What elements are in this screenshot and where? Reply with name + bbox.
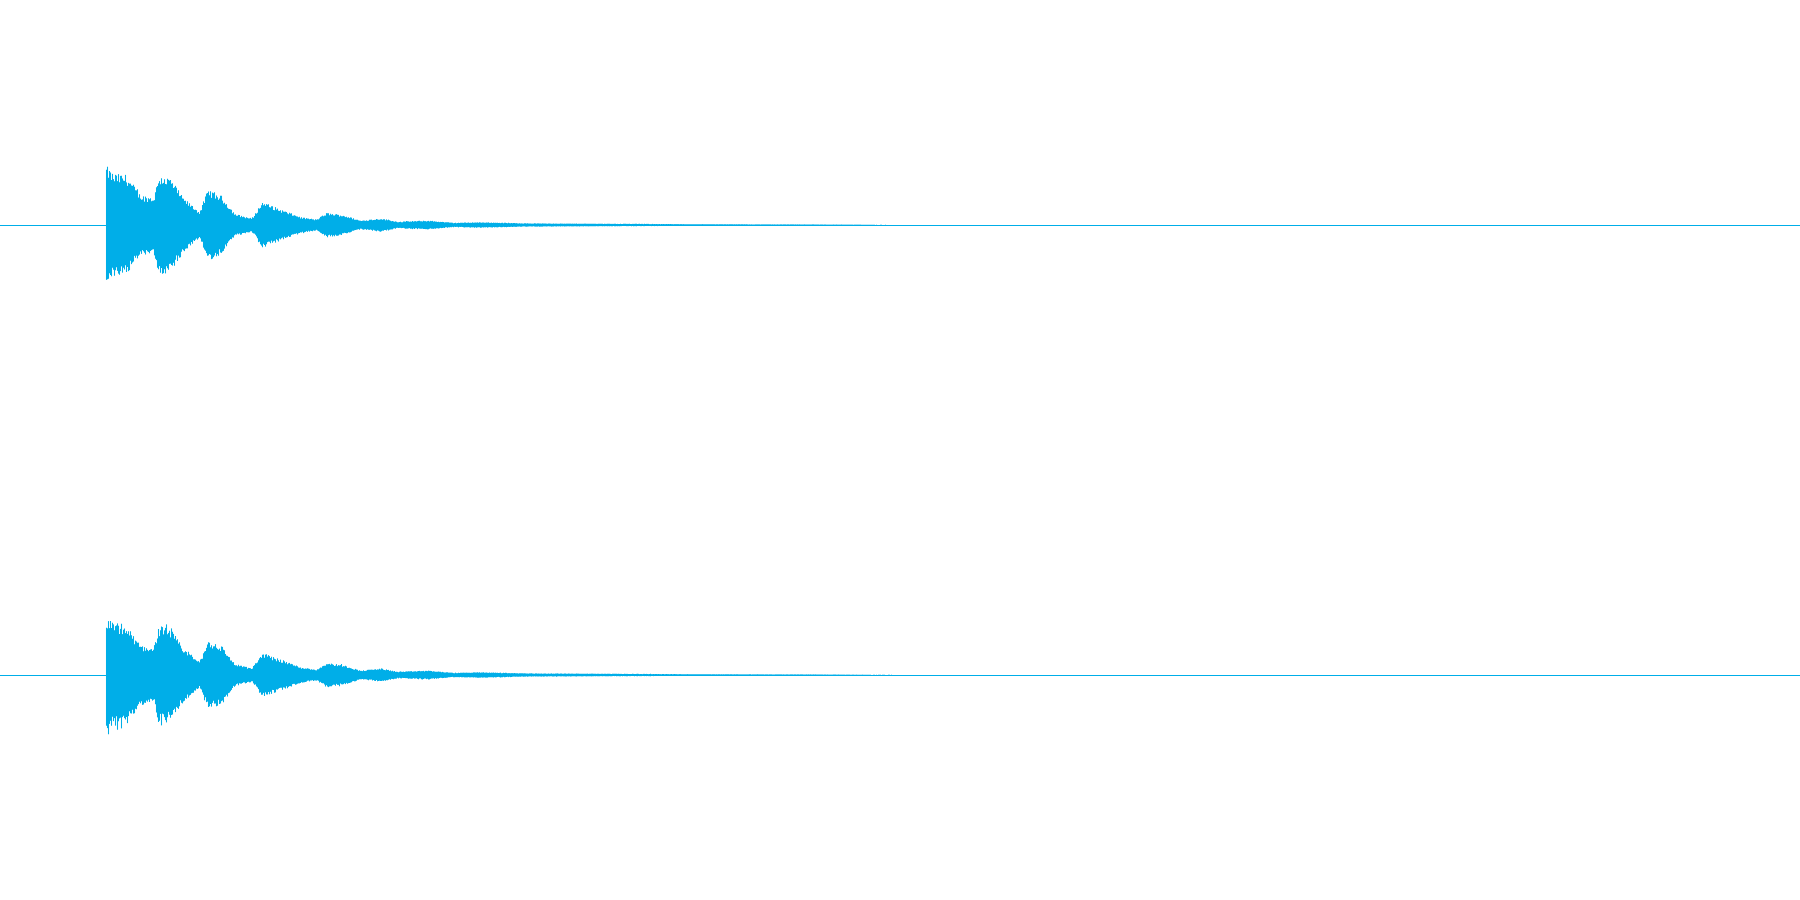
waveform-right xyxy=(105,621,893,735)
waveform-left xyxy=(105,166,887,280)
waveform-channel-right xyxy=(0,621,1800,735)
waveform-channel-left xyxy=(0,166,1800,280)
